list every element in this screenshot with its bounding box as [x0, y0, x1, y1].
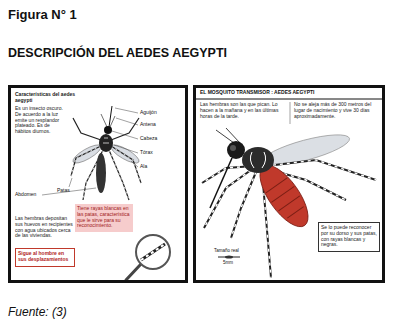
part-label: Ala [140, 164, 147, 170]
figure-title: DESCRIPCIÓN DEL AEDES AEGYPTI [8, 46, 227, 60]
body-text: Las hembras depositan sus huevos en reci… [15, 216, 73, 239]
heading-text: Se lo puede reconocer por su dorso y sus… [321, 225, 377, 248]
note-box: Se lo puede reconocer por su dorso y sus… [318, 222, 380, 252]
heading-text: Sigue al hombre en sus desplazamientos [18, 251, 72, 263]
figure-caption: Fuente: (3) [8, 306, 67, 320]
size-label: Tamaño real [214, 248, 239, 253]
body-text: Es un insecto oscuro. De acuerdo a la lu… [15, 106, 65, 135]
part-label: Tórax [140, 150, 153, 156]
note-box: Tiene rayas blancas en las patas, caract… [75, 204, 133, 232]
heading-text: EL MOSQUITO TRANSMISOR : AEDES AEGYPTI [200, 90, 382, 96]
part-label: Aguijón [140, 110, 157, 116]
right-mosquito [196, 99, 382, 278]
body-text: No se aleja más de 300 metros del lugar … [294, 102, 380, 119]
figure-number: Figura N° 1 [8, 8, 77, 23]
left-panel: Características del aedes aegypti Es un i… [8, 85, 188, 283]
body-text: Las hembras son las que pican. Lo hacen … [200, 102, 286, 119]
right-panel: EL MOSQUITO TRANSMISOR : AEDES AEGYPTI La… [193, 85, 385, 283]
size-label: 5mm [223, 260, 233, 265]
heading-text: Tiene rayas blancas en las patas, caract… [77, 206, 131, 229]
heading-text: Características del aedes aegypti [15, 92, 81, 104]
part-label: Patas [57, 188, 70, 194]
part-label: Cabeza [140, 136, 157, 142]
part-label: Antena [140, 122, 156, 128]
part-label: Abdomen [15, 192, 36, 198]
highlight-box: Sigue al hombre en sus desplazamientos [15, 248, 75, 267]
